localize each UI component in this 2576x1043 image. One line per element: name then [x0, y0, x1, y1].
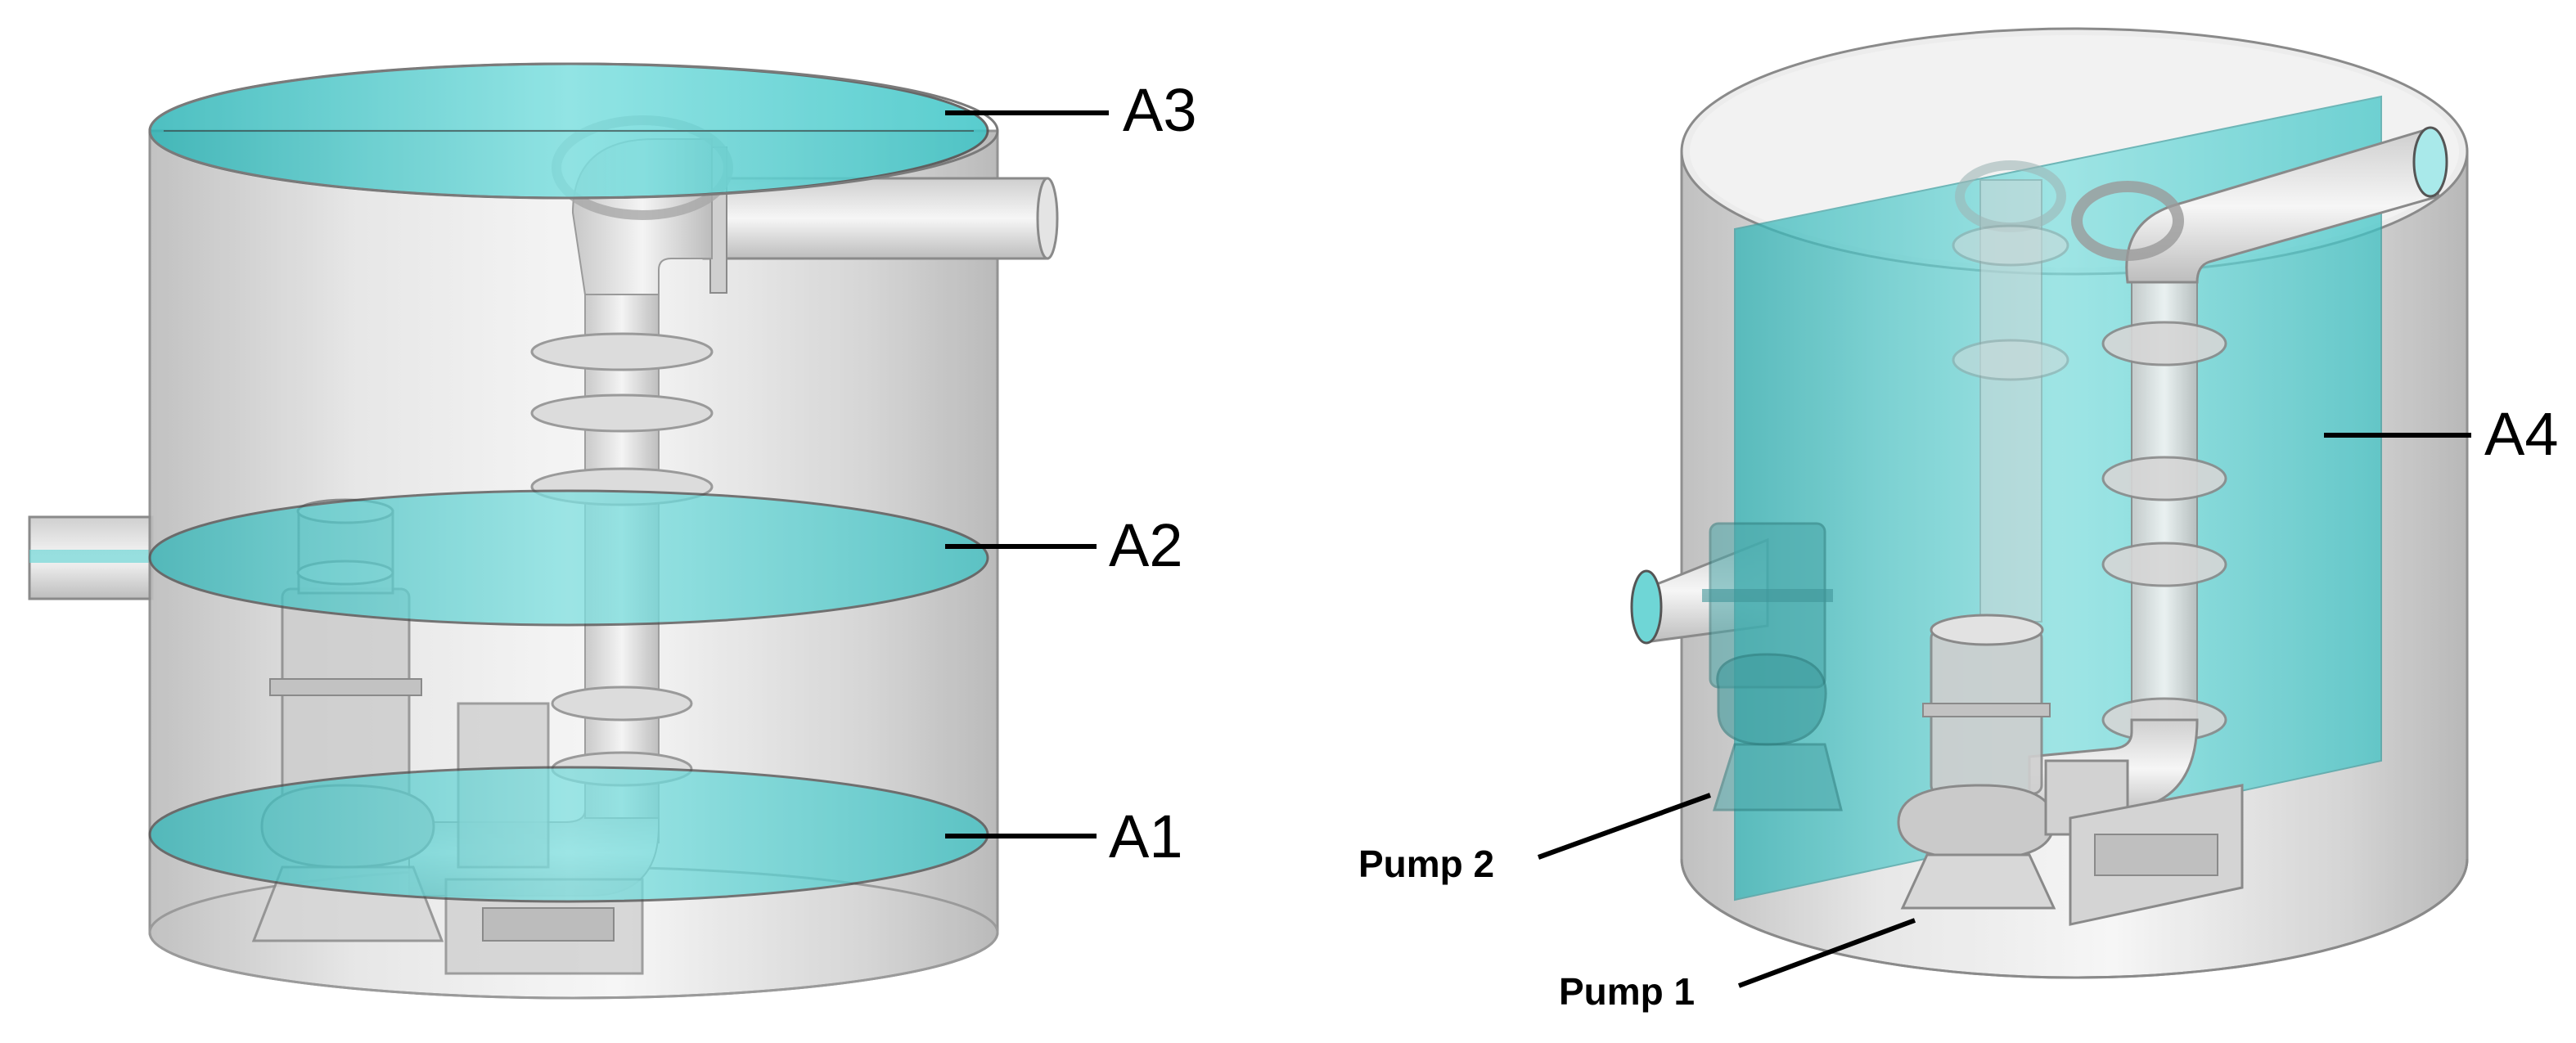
label-a4: A4 — [2484, 400, 2559, 468]
callout-a2: A2 — [945, 511, 1183, 579]
callout-pump2: Pump 2 — [1358, 793, 1712, 885]
callout-pump1: Pump 1 — [1559, 918, 1916, 1013]
section-plane-a1 — [148, 766, 989, 903]
pump-1 — [1897, 614, 2244, 926]
left-tank-view: A3 A2 A1 — [28, 62, 1197, 1000]
section-plane-a2 — [148, 489, 989, 627]
left-inlet-pipe — [28, 515, 154, 600]
callout-a4: A4 — [2324, 400, 2559, 468]
label-pump-1: Pump 1 — [1559, 970, 1695, 1013]
callout-a1: A1 — [945, 802, 1183, 870]
label-a1: A1 — [1109, 802, 1183, 870]
label-a3: A3 — [1123, 76, 1197, 144]
label-pump-2: Pump 2 — [1358, 843, 1494, 885]
pump-2 — [1702, 522, 1843, 811]
right-tank-view: A4 Pump 2 Pump 1 — [1358, 27, 2559, 1013]
callout-a3: A3 — [945, 76, 1197, 144]
label-a2: A2 — [1109, 511, 1183, 579]
